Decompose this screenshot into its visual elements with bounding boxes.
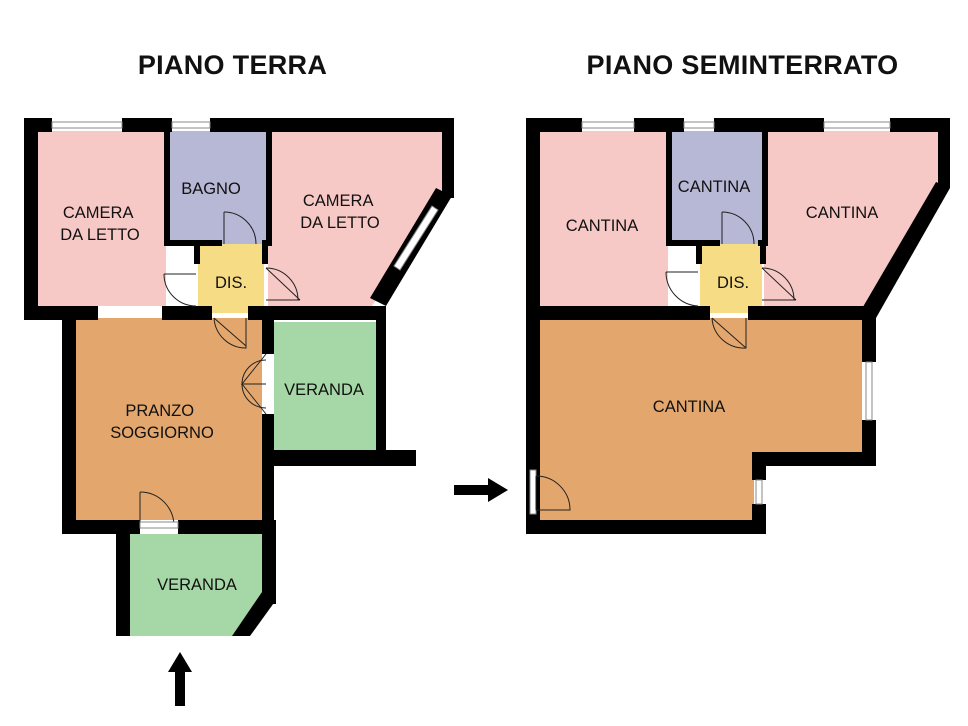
room-bagno (166, 131, 268, 244)
room-label: CANTINA (806, 204, 878, 222)
svg-text:VERANDA: VERANDA (284, 381, 364, 399)
svg-text:VERANDA: VERANDA (157, 576, 237, 594)
entrance-arrow-icon (454, 478, 508, 502)
room-label: DIS. (717, 274, 749, 292)
svg-text:CANTINA: CANTINA (653, 398, 725, 416)
svg-text:BAGNO: BAGNO (181, 180, 241, 198)
room-cantina-top (668, 131, 764, 244)
svg-text:DIS.: DIS. (215, 274, 247, 292)
room-label: CAMERA (303, 192, 374, 210)
room-label: BAGNO (181, 180, 241, 198)
room-label: VERANDA (157, 576, 237, 594)
window (865, 361, 873, 421)
room-label: DIS. (215, 274, 247, 292)
door-dis-pranzo[interactable] (213, 317, 247, 349)
ground-floor-title: PIANO TERRA (137, 50, 328, 80)
svg-text:CANTINA: CANTINA (678, 178, 750, 196)
room-camera-da-letto-left (36, 131, 166, 306)
door-veranda-right[interactable] (240, 353, 267, 415)
room-dis (700, 244, 762, 313)
door-dis-cantina[interactable] (711, 317, 747, 349)
room-cantina-left (540, 131, 668, 306)
door-camera-right[interactable] (265, 267, 301, 301)
door-cantina-right[interactable] (761, 267, 797, 301)
window (171, 121, 211, 129)
room-cantina-large (540, 318, 862, 520)
basement-walls (526, 118, 950, 534)
room-veranda-bottom (130, 534, 263, 636)
door-camera-left[interactable] (163, 273, 197, 307)
room-label: DA LETTO (300, 214, 380, 232)
svg-text:CANTINA: CANTINA (566, 217, 638, 235)
basement-floor-title: PIANO SEMINTERRATO (586, 50, 899, 80)
room-label: DA LETTO (60, 226, 140, 244)
entrance-arrow-icon (168, 652, 192, 706)
room-label: CANTINA (653, 398, 725, 416)
room-veranda-right (274, 322, 376, 450)
window (755, 479, 763, 505)
window (823, 121, 891, 129)
svg-text:CAMERA DA LETTO: CAMERA DA LETTO (60, 204, 140, 244)
room-pranzo-soggiorno (76, 318, 262, 520)
window (51, 121, 123, 129)
room-label: SOGGIORNO (110, 424, 214, 442)
room-label: CAMERA (63, 204, 134, 222)
room-label: PRANZO (125, 402, 194, 420)
door-entrance-basement[interactable] (529, 469, 571, 515)
door-entrance-veranda[interactable] (139, 491, 179, 529)
room-label: VERANDA (284, 381, 364, 399)
svg-text:CANTINA: CANTINA (806, 204, 878, 222)
ground-floor-plan: CAMERA DA LETTO BAGNO CAMERA DA LETTO DI… (24, 118, 454, 706)
svg-text:CAMERA DA LETTO: CAMERA DA LETTO (300, 192, 380, 232)
room-label: CANTINA (566, 217, 638, 235)
door-cantina-left[interactable] (665, 271, 699, 307)
window (393, 205, 439, 271)
room-label: CANTINA (678, 178, 750, 196)
svg-text:DIS.: DIS. (717, 274, 749, 292)
window (683, 121, 715, 129)
room-dis (198, 244, 264, 313)
door-cantina-top[interactable] (721, 211, 755, 245)
room-cantina-right (764, 131, 938, 306)
basement-floor-plan: CANTINA CANTINA CANTINA DIS. CANTINA (454, 118, 950, 534)
door-bagno[interactable] (223, 211, 257, 245)
window (581, 121, 635, 129)
svg-text:PRANZO SOGGIORNO: PRANZO SOGGIORNO (110, 402, 214, 442)
